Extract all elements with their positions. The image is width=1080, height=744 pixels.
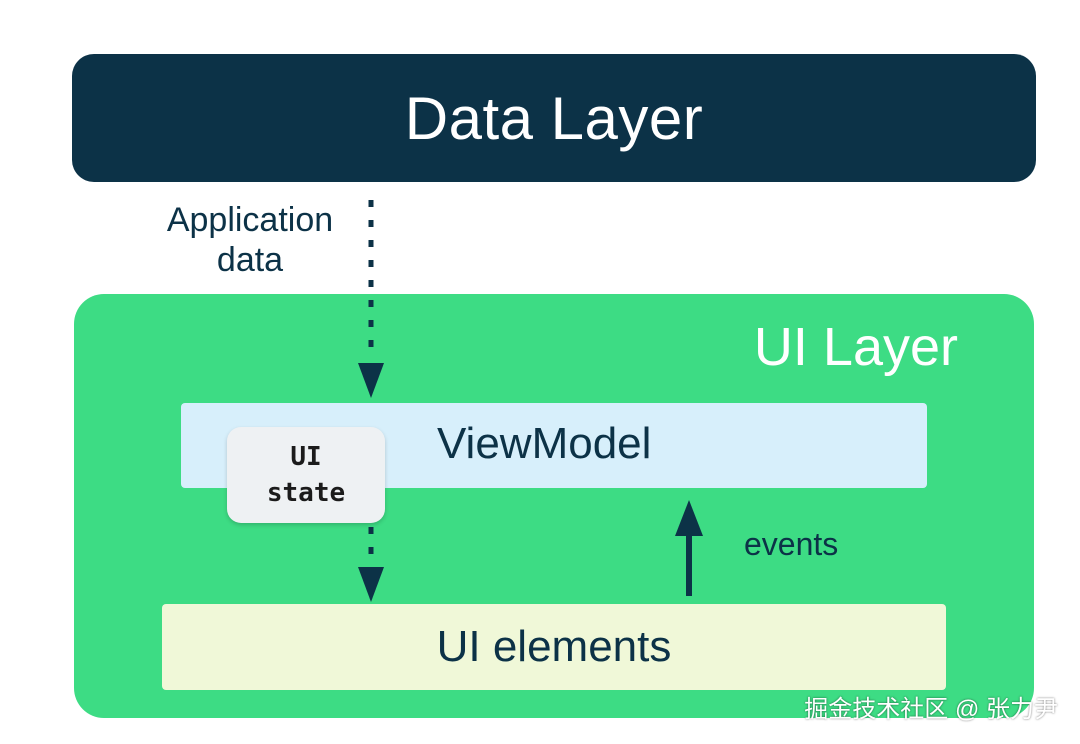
ui-elements-box: UI elements (162, 604, 946, 690)
ui-state-line1: UI (290, 442, 322, 472)
ui-elements-label: UI elements (436, 622, 672, 671)
application-data-line2: data (216, 241, 284, 279)
application-data-line1: Application (166, 201, 334, 239)
viewmodel-label: ViewModel (437, 419, 652, 468)
application-data-label: Application data (150, 200, 350, 280)
data-layer-title: Data Layer (404, 84, 704, 152)
ui-layer-title: UI Layer (753, 317, 958, 377)
ui-state-card: UI state (227, 427, 385, 523)
ui-state-line2: state (266, 478, 346, 508)
ui-state-arrow (358, 527, 384, 602)
watermark: 掘金技术社区 @ 张力尹 (804, 696, 1058, 723)
events-label: events (744, 526, 839, 562)
application-data-arrow (358, 200, 384, 398)
data-layer-box: Data Layer (72, 54, 1036, 182)
events-arrow (675, 500, 703, 596)
